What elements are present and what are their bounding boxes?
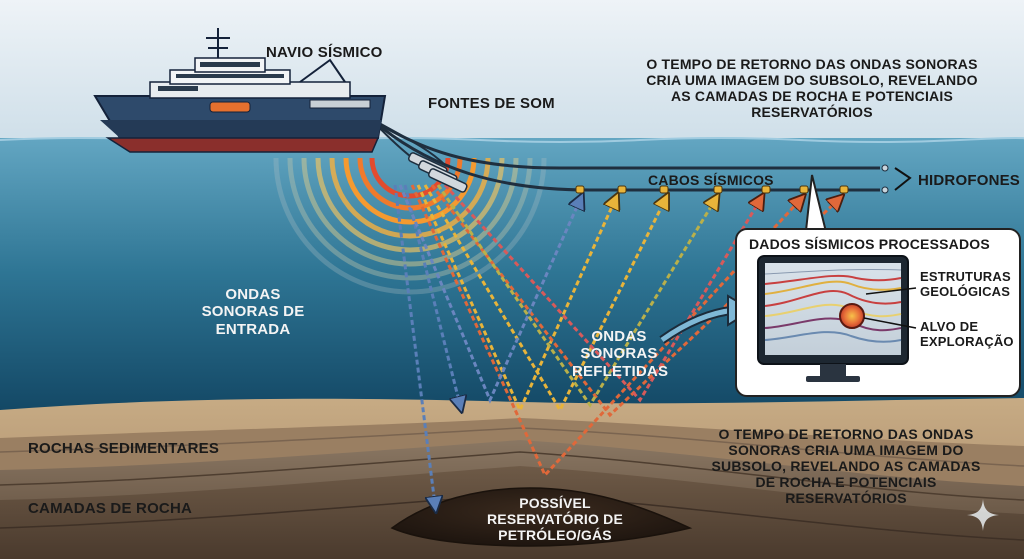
- exploration-target-label: ALVO DE EXPLORAÇÃO: [920, 319, 1014, 349]
- monitor-neck: [820, 364, 846, 376]
- top-note: O TEMPO DE RETORNO DAS ONDAS SONORAS CRI…: [646, 56, 978, 121]
- monitor-base: [806, 376, 860, 382]
- hydrophones-label: HIDROFONES: [918, 172, 1021, 189]
- reservoir-shape: [390, 487, 693, 547]
- processed-data-title: DADOS SÍSMICOS PROCESSADOS: [749, 236, 990, 252]
- sediment-label: ROCHAS SEDIMENTARES: [28, 440, 220, 457]
- cable-end-buoy-2: [881, 186, 889, 194]
- layer-line-b: [0, 451, 1024, 501]
- sound-source-array: [407, 152, 468, 193]
- ray-paths: [393, 183, 838, 505]
- layer-line-a: [0, 427, 1024, 467]
- incoming-waves-label: ONDAS SONORAS DE ENTRADA: [201, 286, 305, 338]
- monitor: [757, 255, 917, 382]
- exploration-target-leader: [863, 317, 917, 329]
- monitor-screen: [765, 263, 901, 355]
- geo-structures-leader: [865, 287, 917, 295]
- cable-end-buoy-1: [881, 164, 889, 172]
- rock-layers-label: CAMADAS DE ROCHA: [28, 500, 193, 517]
- sound-sources-label: FONTES DE SOM: [428, 95, 555, 112]
- sparkle-icon: [967, 499, 999, 531]
- hydrophone-nodes: [575, 185, 849, 194]
- bottom-note: O TEMPO DE RETORNO DAS ONDAS SONORAS CRI…: [711, 426, 981, 507]
- ship-label: NAVIO SÍSMICO: [266, 44, 383, 61]
- reflected-waves-label: ONDAS SONORAS REFLETIDAS: [572, 328, 669, 380]
- reservoir-label: POSSÍVEL RESERVATÓRIO DE PETRÓLEO/GÁS: [486, 495, 624, 544]
- seismic-ship: [93, 28, 387, 153]
- cables-label: CABOS SÍSMICOS: [648, 172, 774, 188]
- exploration-target-marker: [839, 303, 865, 329]
- hydrophones-bracket: [894, 167, 912, 191]
- geo-structures-label: ESTRUTURAS GEOLÓGICAS: [920, 269, 1011, 299]
